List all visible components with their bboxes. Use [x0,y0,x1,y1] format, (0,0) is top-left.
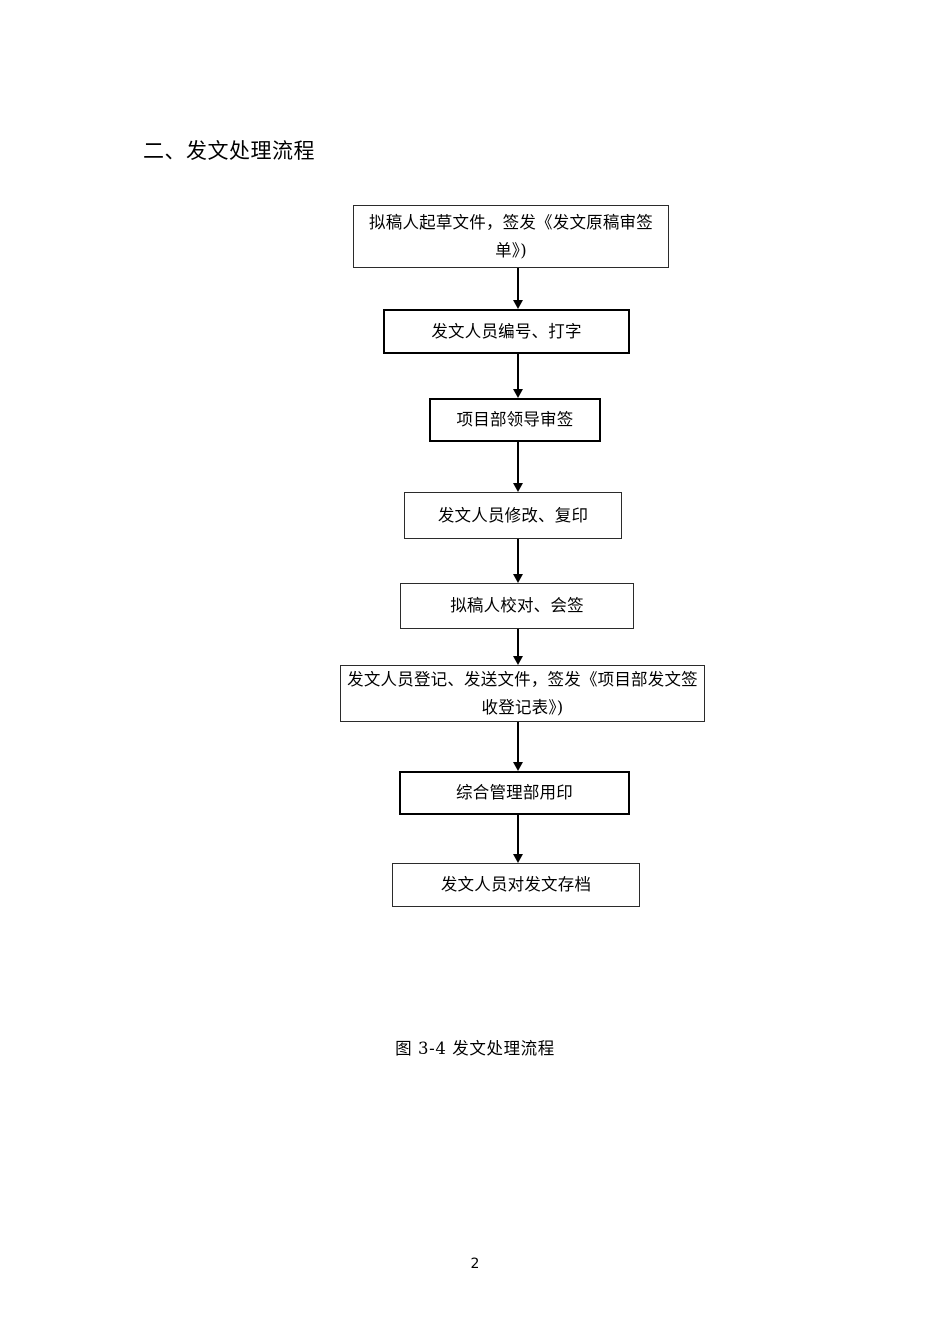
page-number: 2 [470,1256,480,1272]
flow-node-label: 拟稿人校对、会签 [450,596,584,615]
flow-node-label: 发文人员对发文存档 [440,875,592,894]
flow-node-register-and-dispatch: 发文人员登记、发送文件，签发《项目部发文签收登记表》) [340,665,705,722]
flow-node-number-and-typeset: 发文人员编号、打字 [383,309,630,354]
figure-caption: 图 3-4 发文处理流程 [395,1039,555,1058]
flow-node-label: 拟稿人起草文件，签发《发文原稿审签单》) [369,212,653,260]
flow-node-label: 项目部领导审签 [456,410,574,429]
flow-node-archive-document: 发文人员对发文存档 [392,863,640,907]
flow-node-label: 发文人员登记、发送文件，签发《项目部发文签收登记表》) [347,669,698,717]
flow-node-revise-and-copy: 发文人员修改、复印 [404,492,622,539]
flow-node-draft-document: 拟稿人起草文件，签发《发文原稿审签单》) [353,205,669,268]
flow-node-label: 综合管理部用印 [456,783,573,802]
flow-node-label: 发文人员修改、复印 [437,505,589,525]
flow-node-proofread-and-countersign: 拟稿人校对、会签 [400,583,634,629]
flow-node-apply-official-seal: 综合管理部用印 [399,771,630,815]
flow-node-leader-approval: 项目部领导审签 [429,398,601,442]
flow-node-label: 发文人员编号、打字 [431,321,582,341]
page-title: 二、发文处理流程 [143,139,315,163]
